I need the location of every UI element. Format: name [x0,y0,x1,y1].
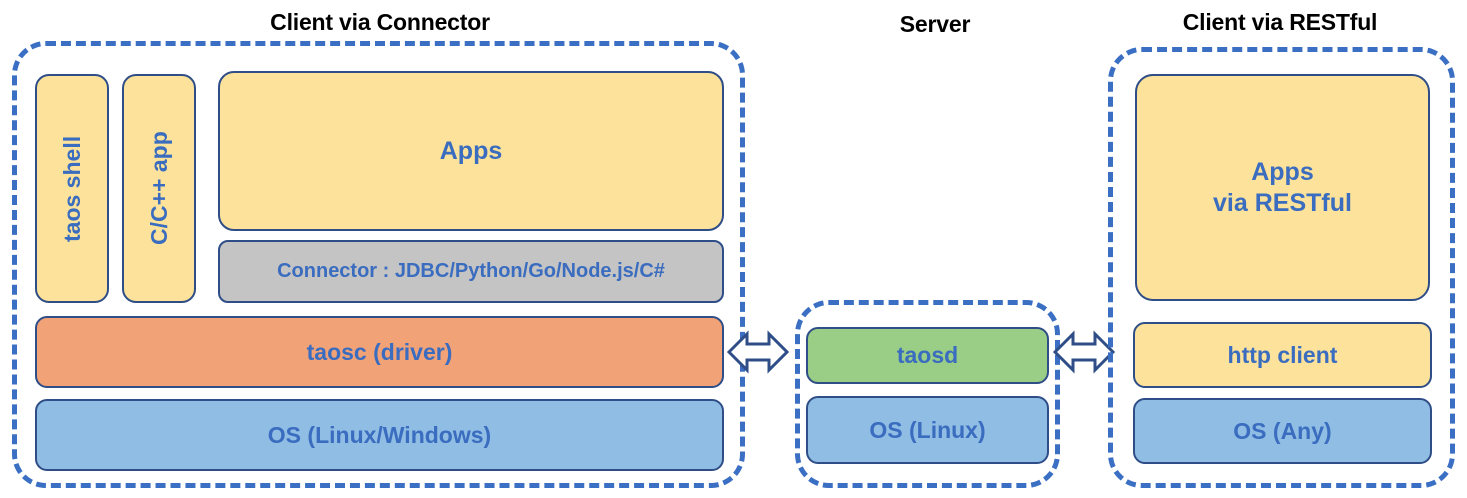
box-apps[interactable]: Apps [218,71,724,231]
column-title-server: Server [899,11,971,37]
left-right-arrow-icon-connector-to-server [727,330,789,374]
group-client-via-restful [1108,47,1455,488]
group-client-via-connector [12,41,745,488]
box-c-cpp-app[interactable]: C/C++ app [122,74,196,303]
group-server [795,300,1060,488]
box-taosd[interactable]: taosd [806,327,1049,384]
box-taosc-driver[interactable]: taosc (driver) [35,316,724,388]
column-title-client-via-restful: Client via RESTful [1182,9,1378,35]
box-os-any[interactable]: OS (Any) [1133,398,1432,464]
box-connector-libraries[interactable]: Connector : JDBC/Python/Go/Node.js/C# [218,240,724,303]
column-title-client-via-connector: Client via Connector [270,9,490,35]
box-taos-shell[interactable]: taos shell [35,74,109,303]
box-os-linux[interactable]: OS (Linux) [806,396,1049,464]
box-os-linux-windows[interactable]: OS (Linux/Windows) [35,399,724,471]
box-http-client[interactable]: http client [1133,322,1432,388]
left-right-arrow-icon-server-to-restful [1053,330,1115,374]
